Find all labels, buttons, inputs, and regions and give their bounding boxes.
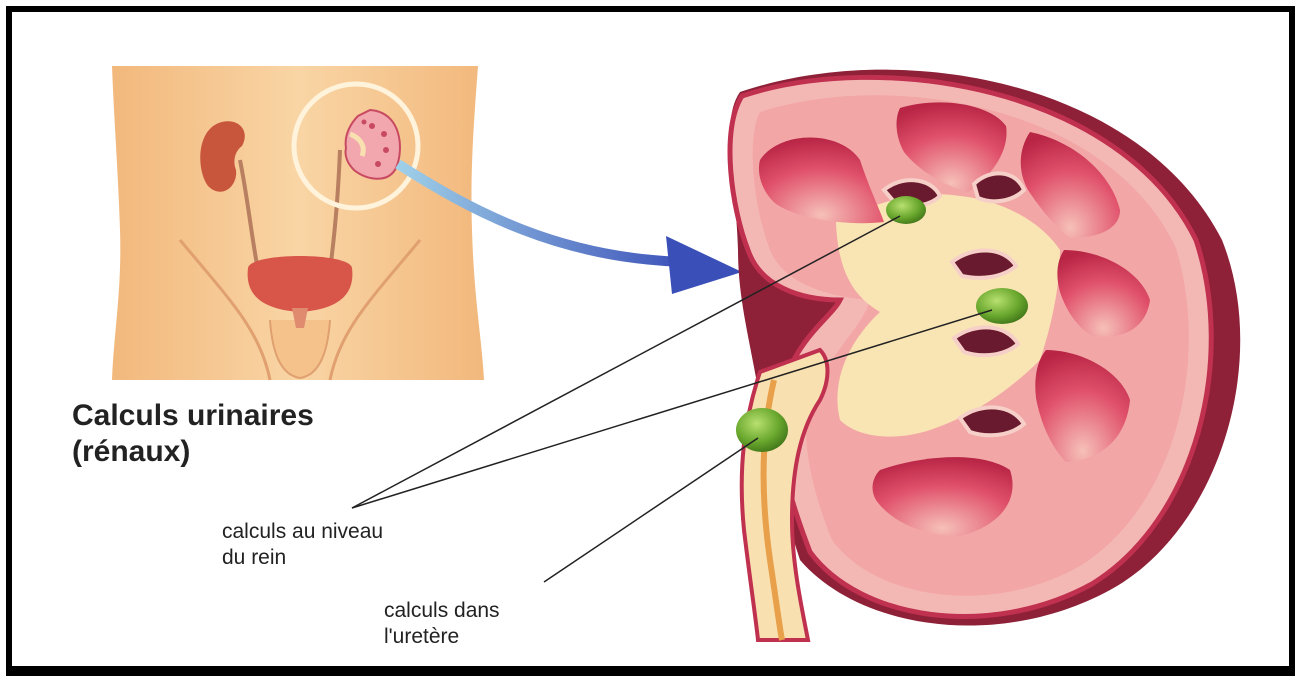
title-line-2: (rénaux) bbox=[72, 434, 314, 470]
stone-ureter bbox=[736, 408, 788, 452]
diagram-title: Calculs urinaires (rénaux) bbox=[72, 398, 314, 470]
torso-illustration bbox=[112, 66, 484, 380]
label-ureter-stones-line-2: l'uretère bbox=[384, 624, 500, 650]
right-kidney-small bbox=[345, 110, 399, 179]
label-ureter-stones-line-1: calculs dans bbox=[384, 598, 500, 624]
label-ureter-stones: calculs dans l'uretère bbox=[384, 598, 500, 650]
title-line-1: Calculs urinaires bbox=[72, 398, 314, 434]
leader-line-ureter-stone bbox=[544, 438, 758, 582]
kidney-cross-section bbox=[730, 70, 1240, 640]
stone-middle bbox=[976, 288, 1028, 324]
label-kidney-stones-line-1: calculs au niveau bbox=[222, 519, 383, 545]
label-kidney-stones: calculs au niveau du rein bbox=[222, 519, 383, 571]
label-kidney-stones-line-2: du rein bbox=[222, 545, 383, 571]
